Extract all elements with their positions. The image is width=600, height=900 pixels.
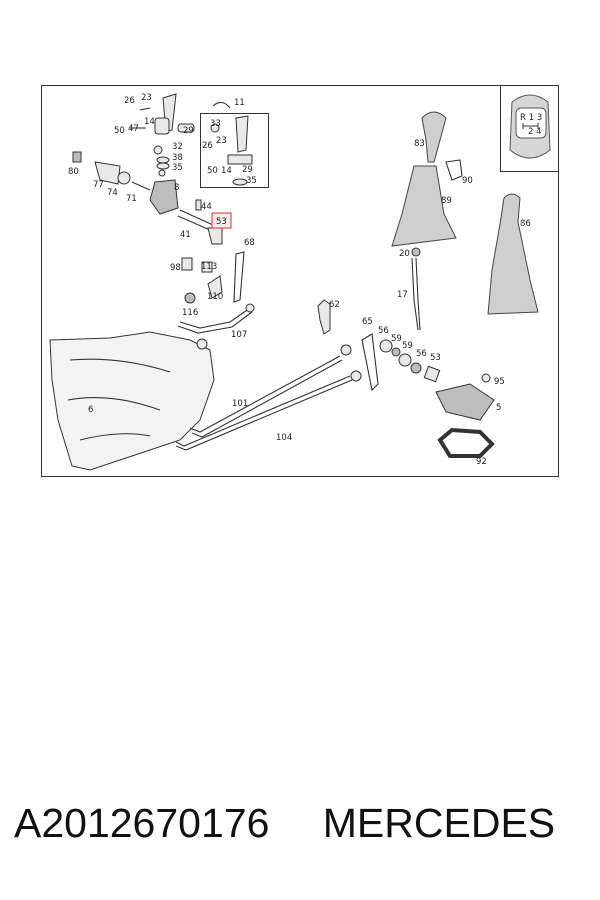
callout: 38	[172, 153, 183, 163]
callout: 65	[362, 317, 373, 327]
callout: 80	[68, 167, 79, 177]
callout: 6	[88, 405, 93, 415]
callout: 44	[201, 202, 212, 212]
callout: 35	[246, 176, 257, 186]
callout: 26	[202, 141, 213, 151]
shift-pattern-inset: R 1 3 2 4	[500, 85, 559, 172]
callout: 113	[201, 262, 217, 272]
callout: 83	[414, 139, 425, 149]
callout: 90	[462, 176, 473, 186]
selector-linkage	[130, 93, 223, 245]
callout: 50	[114, 126, 125, 136]
callout: 33	[210, 119, 221, 129]
callout: 29	[183, 126, 194, 136]
shift-rods	[175, 299, 379, 451]
callout: 23	[141, 93, 152, 103]
callout: 47	[128, 124, 139, 134]
callout: 5	[496, 403, 501, 413]
callout: 11	[234, 98, 245, 108]
callout-labels: 26 23 11 50 47 14 29 33 26 23 32 38 35 5…	[68, 93, 531, 467]
callout: 86	[520, 219, 531, 229]
gear-knobs	[391, 111, 539, 331]
callout: 29	[242, 165, 253, 175]
callout: 14	[221, 166, 232, 176]
part-number: A2012670176	[14, 800, 270, 846]
callout: 35	[172, 163, 183, 173]
shift-pattern-bottom: 2 4	[528, 127, 542, 137]
callout: 53	[430, 353, 441, 363]
callout: 8	[174, 183, 179, 193]
transmission-housing	[49, 331, 215, 471]
callout: 62	[329, 300, 340, 310]
callout: 41	[180, 230, 191, 240]
callout: 59	[391, 334, 402, 344]
callout: 17	[397, 290, 408, 300]
callout: 56	[416, 349, 427, 359]
callout: 23	[216, 136, 227, 146]
callout: 92	[476, 457, 487, 467]
callout: 110	[207, 292, 223, 302]
callout: 89	[441, 196, 452, 206]
callout: 101	[232, 399, 248, 409]
callout: 95	[494, 377, 505, 387]
callout: 98	[170, 263, 181, 273]
callout: 32	[172, 142, 183, 152]
callout: 77	[93, 180, 104, 190]
highlighted-callout-box: 53	[211, 212, 232, 229]
callout-highlighted: 53	[216, 217, 227, 227]
bracket-parts	[177, 251, 255, 334]
callout: 71	[126, 194, 137, 204]
callout: 104	[276, 433, 292, 443]
callout: 59	[402, 341, 413, 351]
shift-mount	[379, 339, 495, 458]
callout: 116	[182, 308, 198, 318]
callout: 20	[399, 249, 410, 259]
callout: 107	[231, 330, 247, 340]
adjuster-parts	[72, 151, 151, 191]
callout: 74	[107, 188, 118, 198]
callout: 68	[244, 238, 255, 248]
inset-box-11	[200, 101, 269, 188]
callout: 14	[144, 117, 155, 127]
caption: A2012670176 MERCEDES	[14, 800, 594, 860]
brand-name: MERCEDES	[322, 800, 556, 846]
callout: 56	[378, 326, 389, 336]
callout: 26	[124, 96, 135, 106]
callout: 50	[207, 166, 218, 176]
shift-pattern-top: R 1 3	[520, 113, 542, 123]
